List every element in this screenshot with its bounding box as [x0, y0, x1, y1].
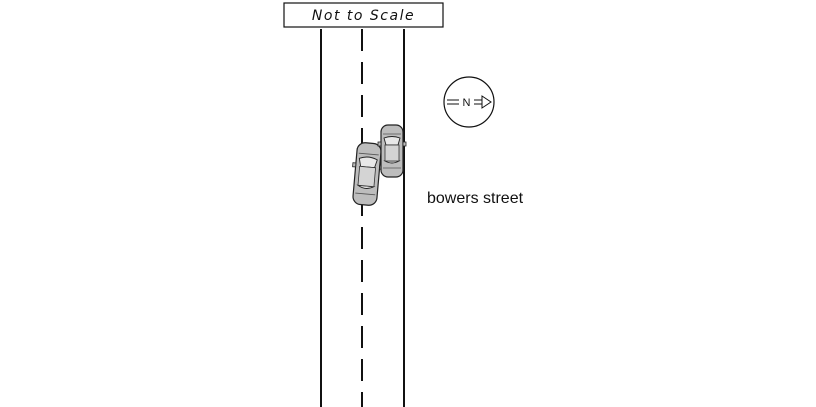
road	[320, 29, 405, 407]
street-name-label: bowers street	[427, 190, 524, 207]
car-icon	[352, 142, 384, 206]
scale-note: Not to Scale	[283, 2, 444, 28]
north-arrow-label: N	[463, 97, 471, 109]
car-icon	[377, 124, 407, 178]
north-arrow-circle	[443, 76, 495, 128]
scale-note-box	[283, 2, 444, 28]
scale-note-text: Not to Scale	[312, 8, 415, 24]
north-arrow-icon	[447, 95, 492, 109]
north-arrow: N	[443, 76, 495, 128]
